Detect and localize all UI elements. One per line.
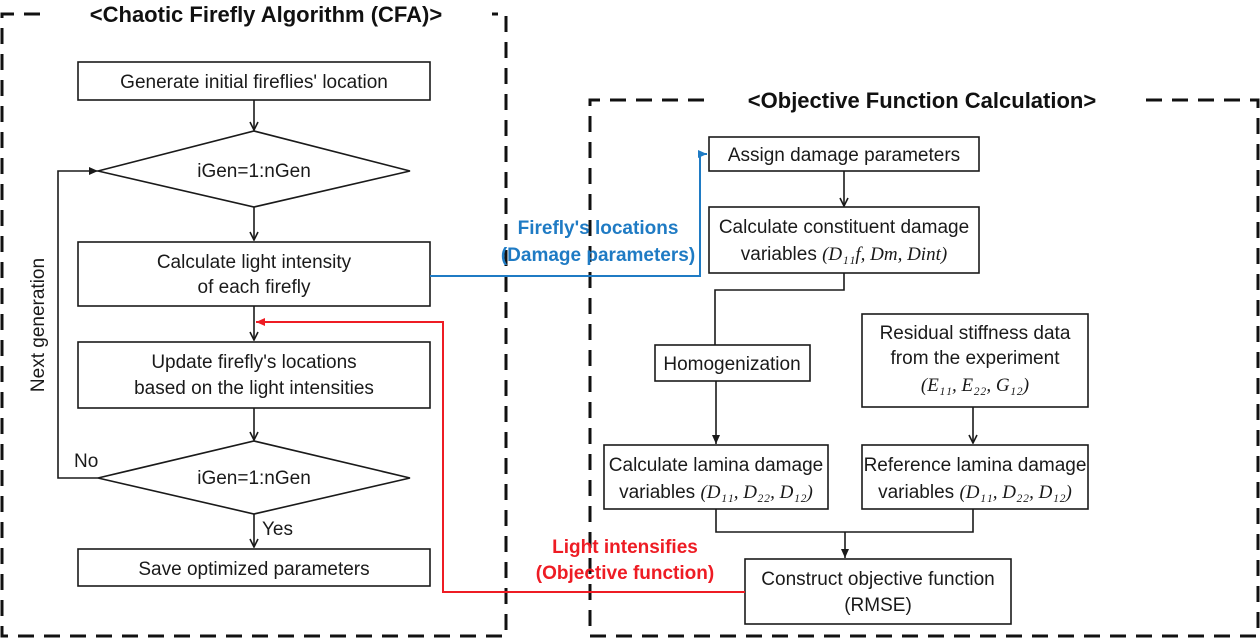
calc-light-box xyxy=(77,241,431,307)
assign-box xyxy=(708,136,980,172)
loop-start-diamond xyxy=(97,130,411,208)
homogenization-box xyxy=(654,344,811,382)
lamina-calc-box xyxy=(603,444,829,510)
save-box xyxy=(77,548,431,587)
loop-start-label: iGen=1:nGen xyxy=(197,161,311,182)
constituent-box xyxy=(708,206,980,274)
calc-light-line2: of each firefly xyxy=(198,277,311,298)
cfa-frame xyxy=(0,12,508,638)
update-box xyxy=(77,341,431,409)
red-link-line2: (Objective function) xyxy=(536,563,714,584)
residual-line1: Residual stiffness data xyxy=(880,323,1071,344)
ofc-frame xyxy=(588,98,1260,638)
blue-link-arrow xyxy=(430,150,707,277)
red-link-arrow xyxy=(256,318,745,593)
save-label: Save optimized parameters xyxy=(138,559,369,580)
construct-line2: (RMSE) xyxy=(844,595,912,616)
loop-check-label: iGen=1:nGen xyxy=(197,468,311,489)
cfa-title: <Chaotic Firefly Algorithm (CFA)> xyxy=(90,2,442,27)
next-generation-label: Next generation xyxy=(28,258,49,392)
yes-label: Yes xyxy=(262,519,293,540)
constituent-line2: variables (D₁₁f, Dm, Dint) xyxy=(741,244,947,265)
construct-line1: Construct objective function xyxy=(761,569,994,590)
generate-label: Generate initial fireflies' location xyxy=(120,72,388,93)
assign-label: Assign damage parameters xyxy=(728,145,960,166)
lamina-ref-line2: variables (D₁₁, D₂₂, D₁₂) xyxy=(878,482,1072,503)
residual-line3: (E₁₁, E₂₂, G₁₂) xyxy=(921,375,1029,396)
blue-link-line1: Firefly's locations xyxy=(518,218,679,239)
construct-box xyxy=(744,558,1012,625)
loop-check-diamond xyxy=(97,440,411,515)
homogenization-label: Homogenization xyxy=(663,354,800,375)
connector-lamina-merge xyxy=(715,509,974,533)
constituent-line1: Calculate constituent damage xyxy=(719,217,969,238)
no-label: No xyxy=(74,451,98,472)
lamina-calc-line2: variables (D₁₁, D₂₂, D₁₂) xyxy=(619,482,813,503)
connector-constituent-to-homog xyxy=(714,273,845,345)
next-generation-loop-arrow xyxy=(57,167,98,479)
blue-link-line2: (Damage parameters) xyxy=(501,245,695,266)
residual-line2: from the experiment xyxy=(891,348,1061,369)
red-link-line1: Light intensifies xyxy=(552,537,698,558)
generate-box xyxy=(77,61,431,101)
lamina-ref-line1: Reference lamina damage xyxy=(864,455,1087,476)
ofc-title: <Objective Function Calculation> xyxy=(748,88,1096,113)
update-line1: Update firefly's locations xyxy=(151,352,356,373)
update-line2: based on the light intensities xyxy=(134,378,374,399)
residual-box xyxy=(861,313,1089,408)
lamina-calc-line1: Calculate lamina damage xyxy=(609,455,823,476)
calc-light-line1: Calculate light intensity xyxy=(157,252,352,273)
lamina-ref-box xyxy=(861,444,1089,510)
